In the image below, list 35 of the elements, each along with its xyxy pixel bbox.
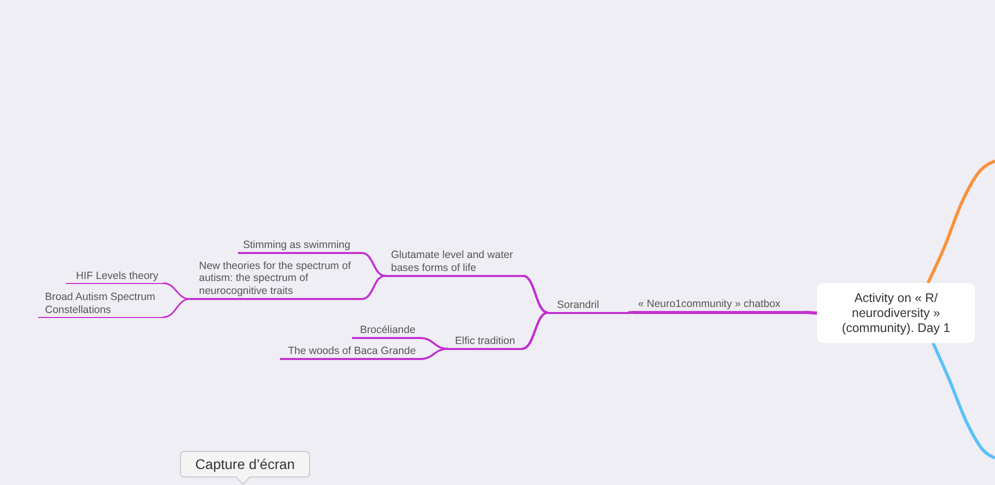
- underlined-topic: [66, 268, 163, 284]
- underlined-topic: [238, 238, 362, 254]
- branch-connector: [362, 274, 386, 300]
- underlined-topic: [548, 298, 628, 314]
- branch-connector: [926, 160, 995, 284]
- branch-connector: [522, 311, 548, 350]
- underlined-topic: [385, 248, 523, 277]
- branch-connector: [628, 311, 634, 314]
- central-topic-card: [817, 283, 975, 343]
- topic-text: The woods of Baca Grande: [288, 344, 417, 357]
- underlined-topic: [38, 289, 163, 318]
- branch-connector: [420, 348, 448, 360]
- topic-text: Brocéliande: [360, 324, 416, 336]
- underlined-topic: [280, 344, 420, 360]
- branch-connector: [162, 298, 190, 318]
- topic-text: Sorandril: [557, 298, 600, 311]
- branch-connector: [162, 282, 190, 300]
- topic-text: New theories for the spectrum of autism: the spectrum of neurocognitive traits: [199, 260, 352, 297]
- topic-text: Broad Autism Spectrum Constellations: [45, 291, 156, 316]
- topic-text: Activity on « R/ neurodiversity » (community). Day 1: [840, 290, 952, 336]
- branch-connector: [420, 337, 448, 350]
- branch-connector: [932, 342, 995, 460]
- underlined-topic: [633, 298, 805, 314]
- branch-connector: [362, 252, 386, 277]
- branch-connector: [522, 274, 548, 314]
- topic-text: Stimming as swimming: [243, 238, 352, 251]
- underlined-topic: [352, 323, 420, 339]
- topic-text: Glutamate level and water bases forms of life: [391, 249, 514, 274]
- tooltip: Capture d’écran: [180, 451, 310, 485]
- topic-text: HIF Levels theory: [76, 270, 160, 282]
- topic-text: « Neuro1community » chatbox: [638, 298, 782, 310]
- topic-text: Elfic tradition: [455, 334, 516, 347]
- underlined-topic: [190, 260, 362, 300]
- underlined-topic: [448, 334, 522, 350]
- branch-connector: [804, 310, 818, 315]
